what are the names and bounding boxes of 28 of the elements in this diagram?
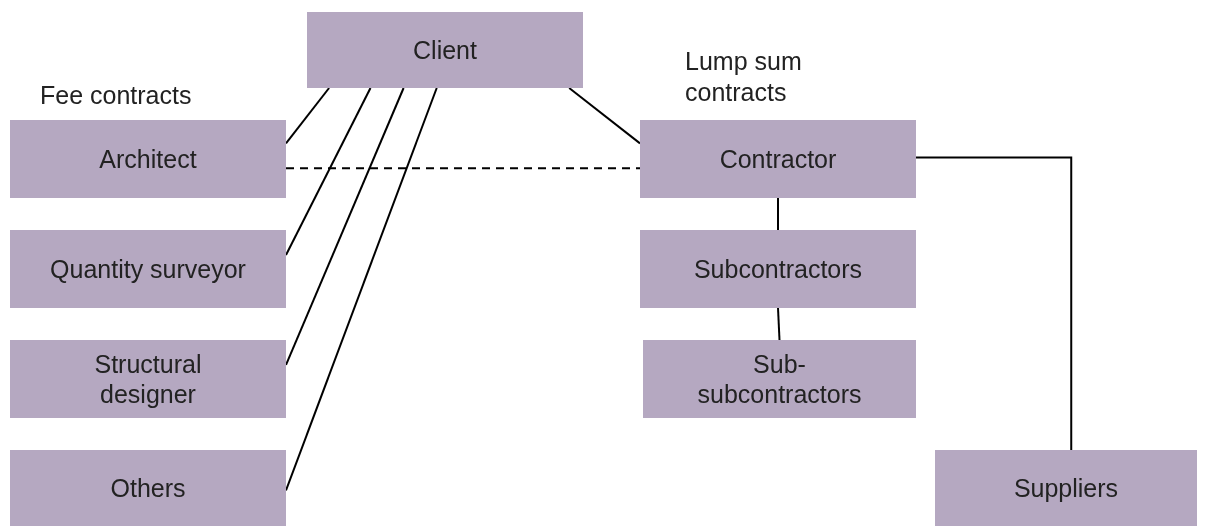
connector-line [777,197,779,231]
connector-line [568,87,641,145]
box-label: Structural designer [93,349,203,409]
box-label: Sub- subcontractors [696,349,863,409]
connector-line [777,307,781,341]
role-box [307,12,583,88]
role-box [640,120,916,198]
role-box [10,450,286,526]
box-label: Quantity surveyor [50,254,246,284]
box-label: Subcontractors [693,254,863,284]
group-heading: Fee contracts [40,80,193,111]
role-box [935,450,1197,526]
role-box [643,340,916,418]
box-label: Others [110,473,186,503]
group-heading: Lump sum contracts [685,46,803,109]
role-box [640,230,916,308]
box-label: Contractor [719,144,837,174]
connector-line [285,87,405,366]
role-box [10,230,286,308]
connector-line [285,87,372,256]
box-label: Client [413,35,477,65]
connector-line [285,87,331,145]
box-label: Architect [99,144,197,174]
connector-line [285,167,641,170]
box-label: Suppliers [1013,473,1119,503]
connector-line [915,156,1073,451]
role-box [10,120,286,198]
role-box [10,340,286,418]
